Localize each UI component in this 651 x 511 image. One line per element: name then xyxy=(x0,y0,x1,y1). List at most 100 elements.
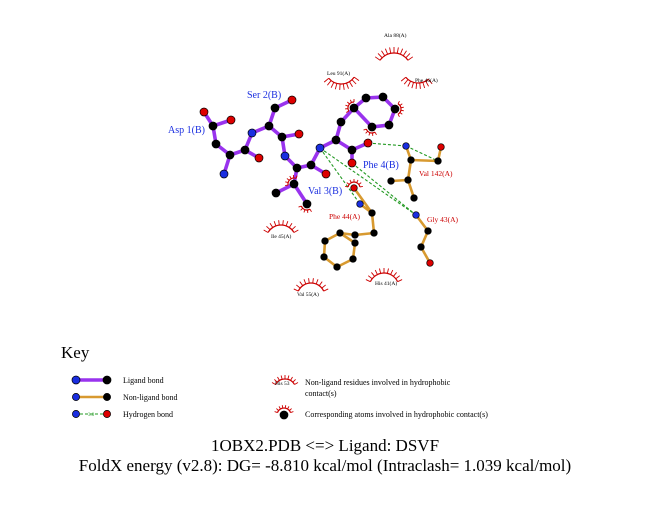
carbon-atom xyxy=(410,194,418,202)
carbon-atom xyxy=(292,163,302,173)
caption: 1OBX2.PDB <=> Ligand: DSVF FoldX energy … xyxy=(79,436,571,475)
atom-arc xyxy=(298,205,312,214)
key-example-residue: His 53 xyxy=(275,381,290,387)
nitrogen-atom xyxy=(72,393,80,401)
arc-val55 xyxy=(293,278,329,292)
oxygen-atom xyxy=(347,158,357,168)
hydrophobic-residue-label: Phe 46(A) xyxy=(415,77,438,84)
carbon-atom xyxy=(417,243,425,251)
oxygen-atom xyxy=(363,138,373,148)
arc-ile45 xyxy=(263,220,299,233)
nitrogen-atom xyxy=(356,200,364,208)
legend-key: Key Ligand bond Non-ligand bond 3.0 Hydr… xyxy=(61,343,488,420)
nitrogen-atom xyxy=(71,375,81,385)
caption-line-2: FoldX energy (v2.8): DG= -8.810 kcal/mol… xyxy=(79,456,571,475)
carbon-atom xyxy=(277,132,287,142)
oxygen-atom xyxy=(103,410,111,418)
carbon-atom xyxy=(264,121,274,131)
carbon-atom xyxy=(404,176,412,184)
arc-phe46 xyxy=(400,76,433,89)
atom-arc xyxy=(285,174,298,187)
key-hydrophobic-arc xyxy=(271,375,299,385)
oxygen-atom xyxy=(437,143,445,151)
oxygen-atom xyxy=(226,115,236,125)
ligand-residue-label: Ser 2(B) xyxy=(247,90,281,101)
hydrophobic-residue-label: Ile 45(A) xyxy=(271,233,291,240)
nitrogen-atom xyxy=(315,143,325,153)
carbon-atom xyxy=(333,263,341,271)
oxygen-atom xyxy=(426,259,434,267)
carbon-atom xyxy=(424,227,432,235)
hydrophobic-residue-label: His 41(A) xyxy=(375,280,397,287)
contact-residue-label: Gly 43(A) xyxy=(427,215,459,224)
key-nonligand-residues-line1: Non-ligand residues involved in hydropho… xyxy=(305,378,451,387)
hbond-phe4-val142b xyxy=(405,145,439,162)
key-hbond-distance: 3.0 xyxy=(88,413,95,418)
nitrogen-atom xyxy=(402,142,410,150)
carbon-atom xyxy=(302,199,312,209)
contact-residue-label: Val 142(A) xyxy=(419,169,453,178)
key-atom-arc xyxy=(274,405,294,414)
carbon-atom xyxy=(331,135,341,145)
carbon-atom xyxy=(351,239,359,247)
carbon-atom xyxy=(306,160,316,170)
carbon-atom xyxy=(370,229,378,237)
carbon-atom xyxy=(384,120,394,130)
ligand-residue-label: Phe 4(B) xyxy=(363,160,399,171)
nitrogen-atom xyxy=(219,169,229,179)
carbon-atom xyxy=(320,253,328,261)
hydrophobic-residue-label: Ala 88(A) xyxy=(384,32,407,39)
carbon-atom xyxy=(279,410,289,420)
hydrogen-bonds xyxy=(319,142,439,216)
oxygen-atom xyxy=(294,129,304,139)
atom-arc xyxy=(345,99,355,113)
carbon-atom xyxy=(321,237,329,245)
key-title: Key xyxy=(61,343,90,362)
carbon-atom xyxy=(407,156,415,164)
carbon-atom xyxy=(289,179,299,189)
key-atom-arc xyxy=(274,405,294,414)
key-ligand-bond: Ligand bond xyxy=(71,375,164,385)
carbon-atom xyxy=(225,150,235,160)
key-corresponding-atoms: Corresponding atoms involved in hydropho… xyxy=(274,405,488,420)
key-hydrogen-bond: 3.0 Hydrogen bond xyxy=(72,410,173,419)
oxygen-atom xyxy=(350,184,358,192)
key-non-ligand-bond-label: Non-ligand bond xyxy=(123,393,177,402)
key-corresponding-atoms-label: Corresponding atoms involved in hydropho… xyxy=(305,410,488,419)
nitrogen-atom xyxy=(72,410,80,418)
carbon-atom xyxy=(387,177,395,185)
nl-bond xyxy=(352,186,374,215)
carbon-atom xyxy=(336,117,346,127)
caption-line-1: 1OBX2.PDB <=> Ligand: DSVF xyxy=(211,436,439,455)
key-hydrogen-bond-label: Hydrogen bond xyxy=(123,410,173,419)
carbon-atom xyxy=(378,92,388,102)
atoms xyxy=(199,92,445,271)
ligand-residue-label: Asp 1(B) xyxy=(168,125,205,136)
carbon-atom xyxy=(208,121,218,131)
carbon-atom xyxy=(336,229,344,237)
carbon-atom xyxy=(390,104,400,114)
carbon-atom xyxy=(347,145,357,155)
arc-leu91 xyxy=(323,76,360,90)
carbon-atom xyxy=(434,157,442,165)
carbon-atom xyxy=(271,188,281,198)
oxygen-atom xyxy=(321,169,331,179)
residue-labels: Asp 1(B) Ser 2(B) Val 3(B) Phe 4(B) Phe … xyxy=(168,32,459,298)
carbon-atom xyxy=(368,209,376,217)
carbon-atom xyxy=(367,122,377,132)
hbond-phe4-val142 xyxy=(367,142,407,147)
carbon-atom xyxy=(351,231,359,239)
atom-arc xyxy=(397,100,404,118)
atom-arc xyxy=(345,179,363,188)
carbon-atom xyxy=(240,145,250,155)
nitrogen-atom xyxy=(412,211,420,219)
hbond-phe4-gly43 xyxy=(351,162,417,216)
carbon-atom xyxy=(103,393,111,401)
oxygen-atom xyxy=(199,107,209,117)
atom-arc xyxy=(363,128,377,137)
carbon-atom xyxy=(211,139,221,149)
hbond-val3-gly43 xyxy=(319,147,417,216)
key-non-ligand-bond: Non-ligand bond xyxy=(72,393,177,402)
key-ligand-bond-label: Ligand bond xyxy=(123,376,164,385)
